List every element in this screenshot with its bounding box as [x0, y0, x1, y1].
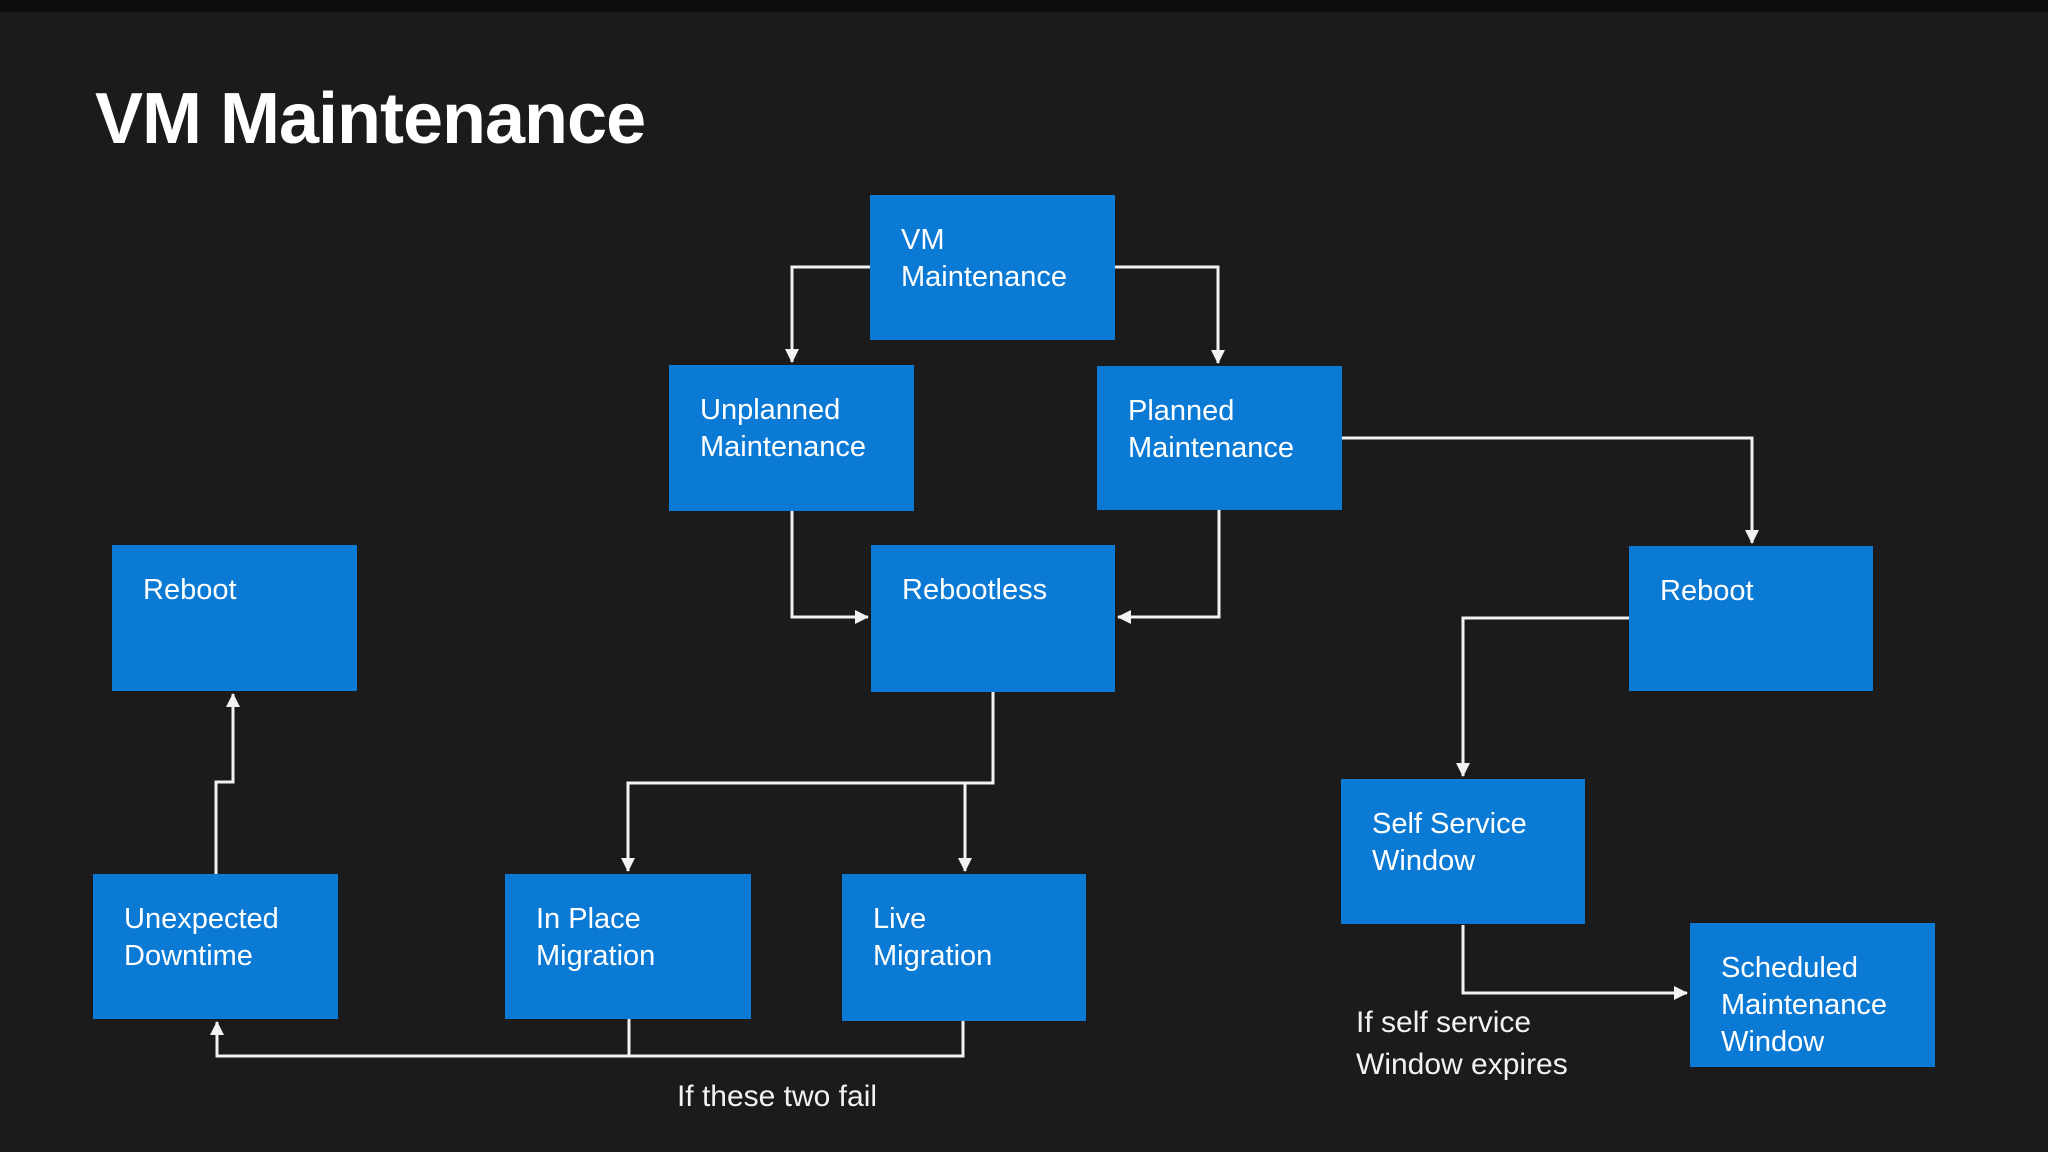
node-vm-maintenance: VM Maintenance — [870, 195, 1115, 340]
connector-migrations-to-unexpected — [210, 1019, 965, 1058]
connector-vm-to-planned — [1115, 265, 1225, 364]
annotation-if-self-service-window-expires: If self service Window expires — [1356, 1006, 1568, 1081]
connector-planned-to-rebootless — [1117, 510, 1221, 624]
node-unexpected-downtime: Unexpected Downtime — [93, 874, 338, 1019]
node-reboot-right: Reboot — [1629, 546, 1873, 691]
connector-reboot-right-to-ssw — [1456, 616, 1630, 777]
connector-planned-to-reboot-right — [1342, 436, 1759, 544]
node-scheduled-maintenance-window: Scheduled Maintenance Window — [1690, 923, 1935, 1067]
annotation-if-these-two-fail: If these two fail — [676, 1080, 878, 1113]
connector-vm-to-unplanned — [785, 265, 870, 363]
connector-unexpected-to-reboot-left — [214, 693, 240, 874]
node-unplanned-maintenance: Unplanned Maintenance — [669, 365, 914, 511]
node-self-service-window: Self Service Window — [1341, 779, 1585, 924]
node-planned-maintenance: Planned Maintenance — [1097, 366, 1342, 510]
node-live-migration: Live Migration — [842, 874, 1086, 1021]
connector-ssw-to-smw — [1461, 925, 1688, 1000]
connector-unplanned-to-rebootless — [790, 511, 869, 624]
connector-rebootless-to-inplace — [621, 692, 995, 872]
page-title: VM Maintenance — [95, 79, 646, 159]
node-reboot-left: Reboot — [112, 545, 357, 691]
node-rebootless: Rebootless — [871, 545, 1115, 692]
top-letterbox-band — [0, 0, 2048, 12]
connector-rebootless-to-live — [958, 781, 993, 872]
node-in-place-migration: In Place Migration — [505, 874, 751, 1019]
